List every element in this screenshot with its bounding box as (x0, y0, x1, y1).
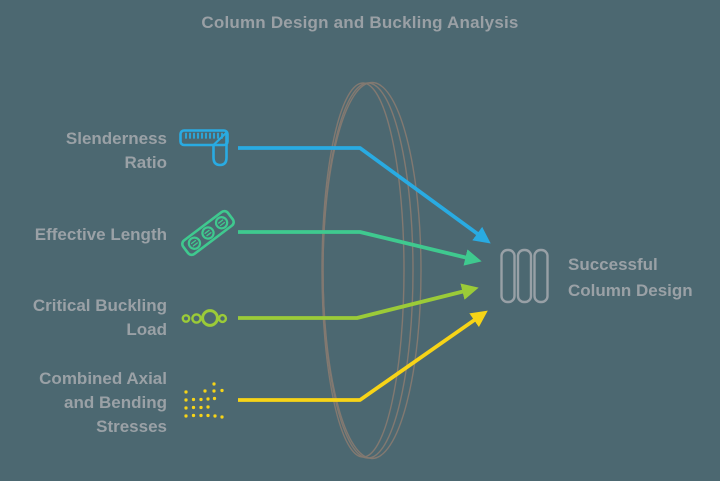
ruler-square-icon (179, 129, 229, 167)
label-slenderness-ratio: Slenderness Ratio (66, 127, 167, 174)
label-successful-column-design: Successful Column Design (568, 252, 693, 304)
measuring-scale-icon (181, 209, 235, 257)
label-critical-buckling-load: Critical Buckling Load (33, 294, 167, 341)
arrow-slenderness (238, 146, 491, 244)
lens-ellipses-shape (321, 81, 422, 460)
label-effective-length: Effective Length (35, 223, 167, 247)
label-line: and Bending (64, 393, 167, 412)
page-title: Column Design and Buckling Analysis (201, 13, 519, 32)
columns-icon (500, 248, 549, 304)
label-line: Load (126, 319, 167, 339)
arrow-critical-buckling (238, 283, 479, 320)
circles-icon (181, 309, 228, 327)
arrow-effective-length (238, 230, 482, 266)
label-line: Slenderness (65, 129, 167, 148)
label-line: Successful (568, 255, 658, 274)
label-line: Ratio (124, 152, 168, 172)
label-line: Effective Length (34, 225, 167, 244)
label-combined-stresses: Combined Axial and Bending Stresses (39, 367, 167, 439)
arrow-combined-stresses (238, 310, 488, 402)
label-line: Combined Axial (39, 369, 167, 388)
label-line: Column Design (568, 281, 693, 300)
label-line: Stresses (96, 417, 167, 436)
dot-matrix-icon (184, 382, 224, 419)
label-line: Critical Buckling (32, 296, 167, 315)
